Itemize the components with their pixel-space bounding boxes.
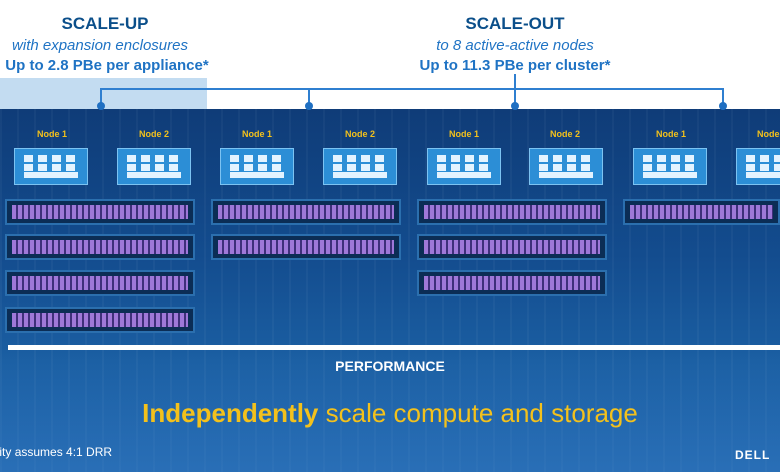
scale-out-capacity: Up to 11.3 PBe per cluster* — [419, 57, 611, 74]
tagline: Independently scale compute and storage — [0, 398, 780, 429]
node-server-icon — [323, 148, 397, 185]
expansion-enclosure — [417, 199, 607, 225]
node-server-icon — [427, 148, 501, 185]
connector-dot-3 — [511, 102, 519, 110]
node-label: Node 1 — [36, 129, 67, 139]
expansion-enclosure — [623, 199, 780, 225]
connector-dot-1 — [97, 102, 105, 110]
tagline-emphasis: Independently — [142, 398, 319, 428]
node-label: Node 2 — [549, 129, 580, 139]
connector-drop-2 — [308, 88, 310, 106]
footnote: *Capacity assumes 4:1 DRR — [0, 445, 113, 459]
node-server-icon — [736, 148, 780, 185]
scale-up-title: SCALE-UP — [61, 14, 149, 33]
scale-up-capacity: Up to 2.8 PBe per appliance* — [5, 57, 209, 74]
dell-logo: DELL — [735, 448, 771, 462]
node-label: Node 2 — [138, 129, 169, 139]
performance-label: PERFORMANCE — [335, 358, 445, 374]
expansion-enclosure — [417, 270, 607, 296]
expansion-enclosure — [211, 234, 401, 260]
cluster-connector-line — [100, 88, 723, 90]
node-label: Node 1 — [655, 129, 686, 139]
scale-out-subtitle: to 8 active-active nodes — [436, 37, 594, 54]
node-server-icon — [14, 148, 88, 185]
node-label: Node 1 — [241, 129, 272, 139]
expansion-enclosure — [5, 234, 195, 260]
node-label: Node 2 — [756, 129, 780, 139]
connector-drop-3 — [514, 74, 516, 106]
expansion-enclosure — [5, 270, 195, 296]
connector-drop-1 — [100, 88, 102, 106]
node-server-icon — [117, 148, 191, 185]
connector-drop-4 — [722, 88, 724, 106]
connector-dot-4 — [719, 102, 727, 110]
expansion-enclosure — [5, 199, 195, 225]
expansion-enclosure — [5, 307, 195, 333]
scale-out-title: SCALE-OUT — [465, 14, 565, 33]
scale-up-subtitle: with expansion enclosures — [12, 37, 188, 54]
expansion-enclosure — [417, 234, 607, 260]
node-server-icon — [220, 148, 294, 185]
node-server-icon — [529, 148, 603, 185]
performance-bar — [8, 345, 780, 350]
node-server-icon — [633, 148, 707, 185]
node-label: Node 1 — [448, 129, 479, 139]
node-label: Node 2 — [344, 129, 375, 139]
expansion-enclosure — [211, 199, 401, 225]
tagline-rest: scale compute and storage — [325, 398, 638, 428]
connector-dot-2 — [305, 102, 313, 110]
